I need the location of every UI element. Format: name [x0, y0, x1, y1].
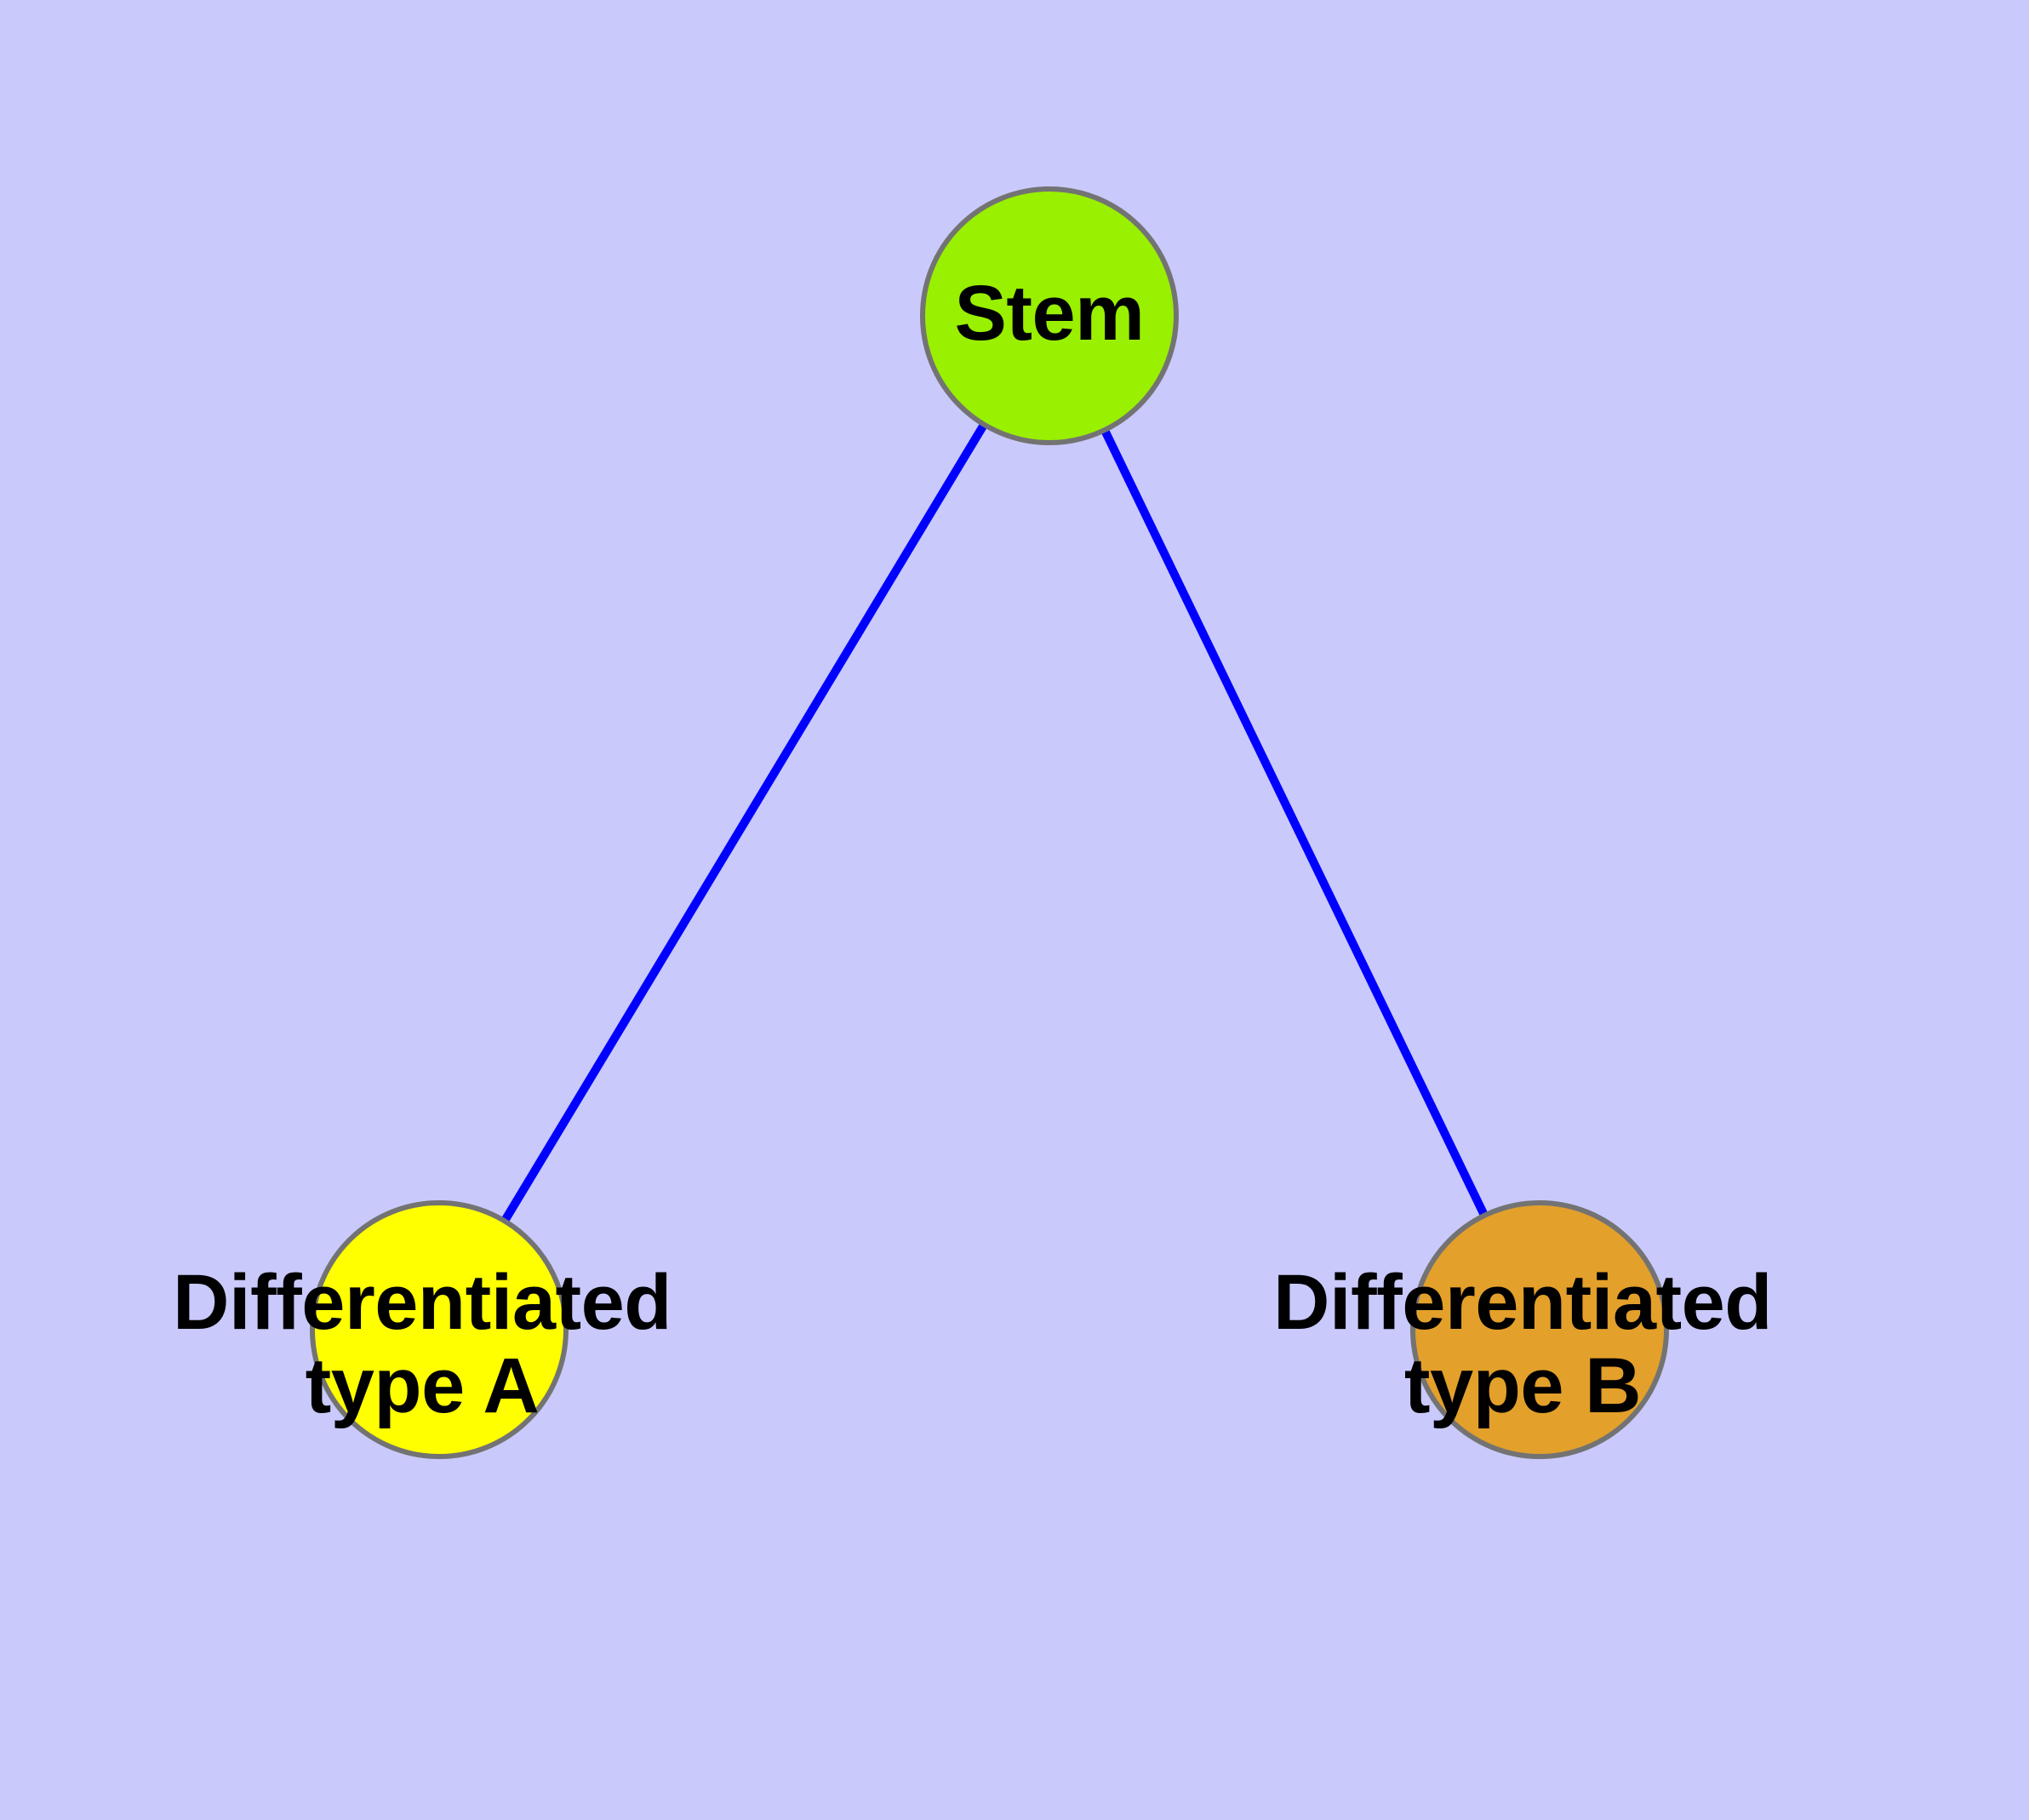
node-stem[interactable]: [920, 186, 1179, 445]
edges-group: [500, 422, 1489, 1223]
node-differentiated-type-a[interactable]: [310, 1200, 569, 1459]
edge-stem-to-diff-b[interactable]: [1100, 427, 1489, 1218]
nodes-group: [310, 186, 1669, 1459]
node-differentiated-type-b[interactable]: [1410, 1200, 1669, 1459]
edge-stem-to-diff-a[interactable]: [500, 422, 988, 1223]
